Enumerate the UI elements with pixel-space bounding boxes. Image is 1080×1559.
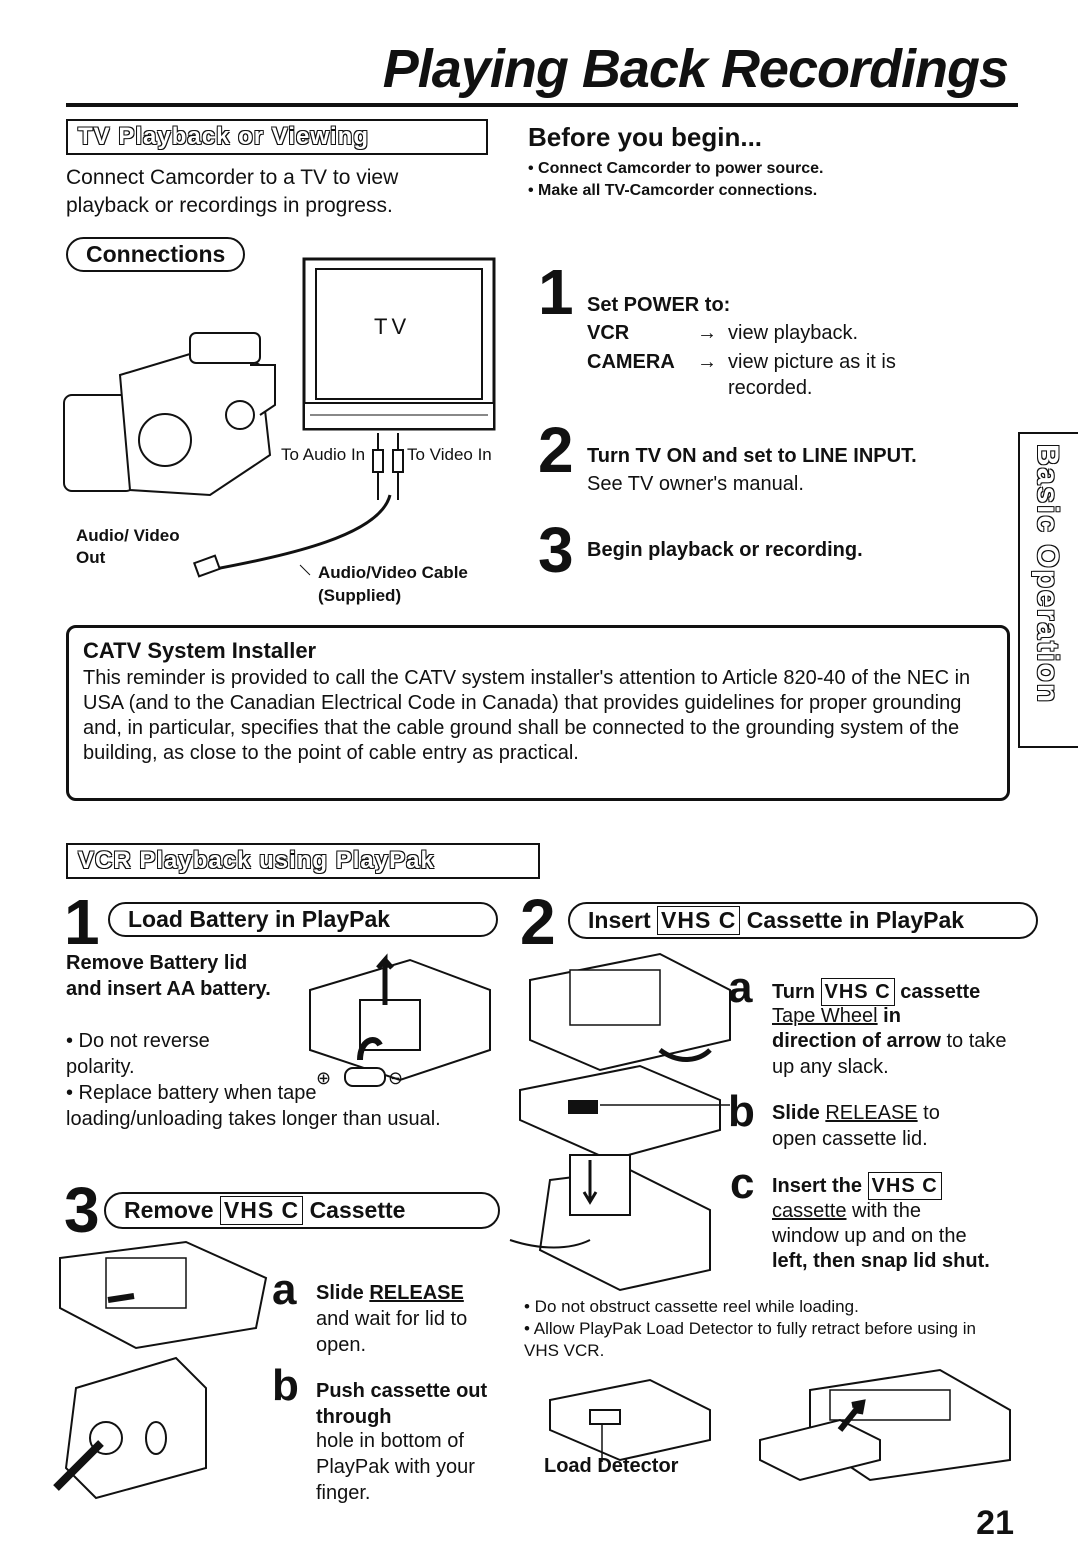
tv-intro: Connect Camcorder to a TV to view playba… — [66, 166, 399, 217]
step-number: 2 — [538, 414, 574, 486]
tape-wheel-label: Tape Wheel — [772, 1005, 878, 1027]
slide-text: Slide — [316, 1282, 364, 1304]
insert-text: Insert the — [772, 1175, 863, 1197]
audio-video-out-label: Audio/ Video Out — [76, 526, 180, 567]
before-item: • Connect Camcorder to power source. — [528, 160, 824, 177]
remove-a-text: Slide RELEASE — [316, 1280, 464, 1306]
remove-b-rest: hole in bottom of PlayPak with your fing… — [316, 1430, 475, 1504]
turn-text: Turn — [772, 981, 815, 1003]
insert-cassette-label: Insert VHS C Cassette in PlayPak — [568, 902, 1038, 939]
step-letter: b — [272, 1361, 299, 1410]
cassette-label-text: Cassette — [309, 1197, 406, 1223]
remove-cassette-label: Remove VHS C Cassette — [104, 1192, 500, 1229]
vhsc-logo: VHS C — [657, 906, 741, 935]
connection-diagram — [63, 257, 496, 578]
before-heading: Before you begin... — [528, 122, 763, 152]
remove-b-bold: Push cassette out through — [316, 1380, 488, 1428]
side-tab: Basic Operation — [1018, 432, 1078, 748]
load-battery-label: Load Battery in PlayPak — [108, 902, 498, 937]
remove-cassette-illustration — [53, 1240, 268, 1500]
av-cable-supplied-label: (Supplied) — [318, 586, 402, 605]
arrow-icon: → — [697, 322, 717, 344]
load-detector-label: Load Detector — [544, 1455, 679, 1477]
av-cable — [209, 494, 392, 572]
battery-illustration — [309, 953, 491, 1087]
insert-a-line1: Turn VHS C cassette — [772, 978, 980, 1006]
side-tab-label: Basic Operation — [1031, 444, 1064, 705]
step-letter: a — [728, 963, 753, 1012]
step-number: 2 — [520, 886, 556, 958]
camcorder-illustration — [63, 332, 276, 497]
cassette-label-text: Cassette in PlayPak — [746, 907, 965, 933]
page-number: 21 — [976, 1504, 1014, 1542]
insert-c-line2: cassette with the — [772, 1198, 921, 1224]
mode-camera-desc: view picture as it is recorded. — [728, 351, 896, 399]
to-video-in-label: To Video In — [407, 445, 492, 464]
note: • Allow PlayPak Load Detector to fully r… — [524, 1319, 976, 1360]
before-item: • Make all TV-Camcorder connections. — [528, 182, 818, 199]
note: • Do not obstruct cassette reel while lo… — [524, 1297, 859, 1316]
insert-cassette-illustration — [509, 952, 731, 1292]
step-letter: a — [272, 1265, 297, 1314]
cassette-link: cassette — [772, 1200, 847, 1222]
mode-camera: CAMERA — [587, 351, 675, 373]
catv-heading: CATV System Installer — [83, 638, 317, 663]
page-title: Playing Back Recordings — [382, 39, 1009, 99]
minus-icon: ⊖ — [388, 1068, 404, 1088]
to-audio-in-label: To Audio In — [281, 445, 366, 464]
title-rule — [66, 103, 1018, 107]
catv-body: This reminder is provided to call the CA… — [83, 667, 971, 764]
av-cable-label: Audio/Video Cable — [318, 563, 468, 582]
arrow-icon: → — [697, 351, 717, 373]
insert-label-text: Insert — [588, 907, 651, 933]
step-1-title: Set POWER to: — [587, 294, 731, 316]
slack-text: to take up any slack. — [772, 1030, 1007, 1078]
vcr-section-heading: VCR Playback using PlayPak — [66, 843, 540, 879]
remove-a-rest: and wait for lid to open. — [316, 1308, 468, 1356]
insert-b-line2: open cassette lid. — [772, 1128, 928, 1150]
catv-box: CATV System Installer This reminder is p… — [66, 625, 1010, 801]
tv-label: TV — [374, 314, 411, 339]
load-detector-illustration — [549, 1368, 1011, 1482]
battery-bullet: • Do not reverse polarity. — [66, 1030, 210, 1078]
slide-text: Slide — [772, 1102, 820, 1124]
step-2-title: Turn TV ON and set to LINE INPUT. — [587, 445, 917, 467]
step-number: 3 — [64, 1174, 100, 1246]
step-number: 1 — [538, 256, 574, 328]
plus-icon: ⊕ — [316, 1068, 332, 1088]
insert-a-line2: Tape Wheel in — [772, 1003, 901, 1029]
remove-label-text: Remove — [124, 1197, 214, 1223]
mode-vcr-desc: view playback. — [728, 322, 859, 344]
vhsc-logo: VHS C — [820, 978, 895, 1006]
cassette-text: cassette — [900, 981, 981, 1003]
step-2-sub: See TV owner's manual. — [587, 473, 804, 495]
battery-instruction: Remove Battery lid and insert AA battery… — [66, 952, 271, 1000]
mode-vcr: VCR — [587, 322, 630, 344]
step-letter: c — [730, 1159, 755, 1208]
release-label: RELEASE — [369, 1282, 464, 1304]
tv-section-heading: TV Playback or Viewing — [66, 119, 488, 155]
step-number: 1 — [64, 886, 100, 958]
connections-label: Connections — [66, 237, 246, 272]
vhsc-logo: VHS C — [219, 1196, 304, 1225]
battery-bullet: • Replace battery when tape loading/unlo… — [66, 1082, 441, 1130]
insert-c-line1: Insert the VHS C — [772, 1172, 942, 1200]
to-text: to — [917, 1102, 940, 1124]
step-number: 3 — [538, 514, 574, 586]
in-text: in — [877, 1005, 901, 1027]
insert-a-line3: direction of arrow to take up any slack. — [772, 1028, 1012, 1080]
with-the-text: with the — [846, 1200, 921, 1222]
insert-c-line3: window up and on the — [772, 1225, 967, 1247]
insert-c-line4: left, then snap lid shut. — [772, 1250, 990, 1272]
step-letter: b — [728, 1087, 755, 1136]
insert-b-line1: Slide RELEASE to — [772, 1100, 940, 1126]
direction-text: direction of arrow — [772, 1030, 941, 1052]
step-3-title: Begin playback or recording. — [587, 539, 863, 561]
vhsc-logo: VHS C — [867, 1172, 942, 1200]
release-label: RELEASE — [825, 1102, 918, 1124]
